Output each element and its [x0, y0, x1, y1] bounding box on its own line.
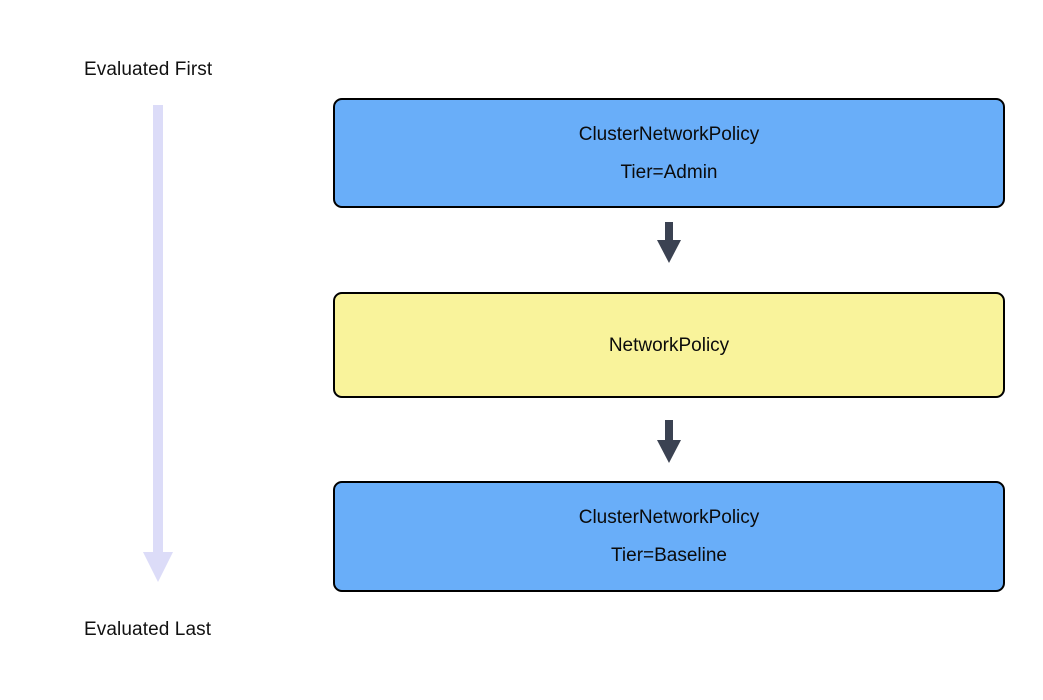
flow-arrow-1-shaft [665, 222, 673, 240]
node-clusternetworkpolicy-baseline: ClusterNetworkPolicy Tier=Baseline [333, 481, 1005, 592]
node-networkpolicy: NetworkPolicy [333, 292, 1005, 398]
node-title: NetworkPolicy [608, 334, 730, 356]
flow-arrow-2-shaft [665, 420, 673, 440]
evaluated-last-label: Evaluated Last [84, 619, 212, 640]
node-clusternetworkpolicy-admin: ClusterNetworkPolicy Tier=Admin [333, 98, 1005, 208]
timeline-arrow-head-icon [143, 552, 173, 582]
node-subtitle: Tier=Baseline [611, 545, 727, 566]
node-title: ClusterNetworkPolicy [578, 123, 760, 145]
timeline-arrow-shaft [153, 105, 163, 552]
flow-arrow-1-head-icon [657, 240, 681, 263]
flow-arrow-2-head-icon [657, 440, 681, 463]
node-title: ClusterNetworkPolicy [578, 507, 760, 528]
evaluated-first-label: Evaluated First [84, 59, 213, 80]
node-subtitle: Tier=Admin [620, 161, 718, 183]
